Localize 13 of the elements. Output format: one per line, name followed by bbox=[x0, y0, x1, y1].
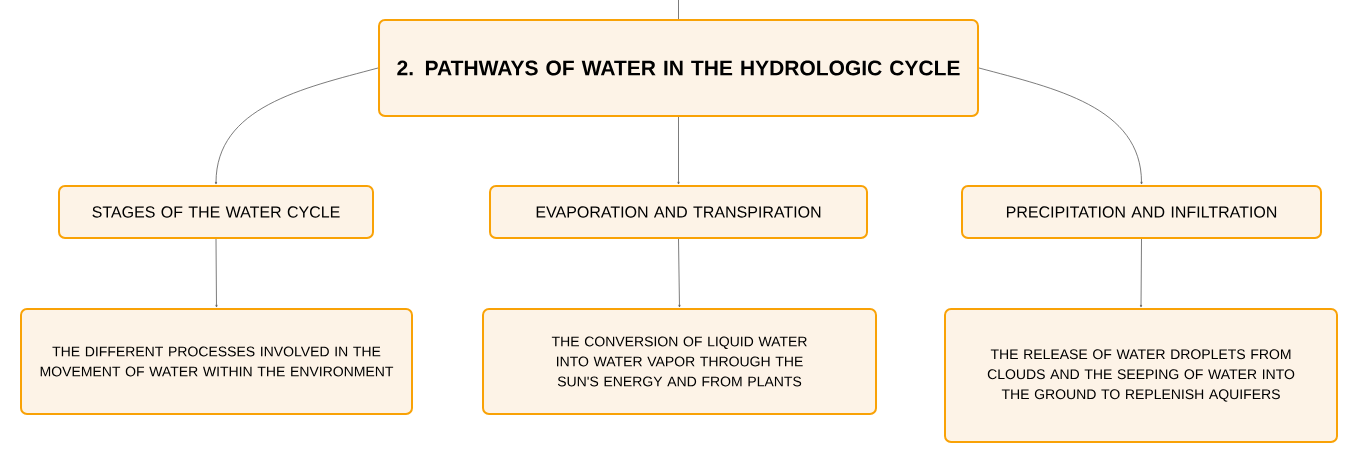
connector-arrow bbox=[215, 238, 218, 308]
connector-arrow bbox=[978, 67, 1143, 185]
description-box: THE DIFFERENT PROCESSES INVOLVED IN THE MOVEMENT OF WATER WITHIN THE ENVIRONMENT bbox=[20, 308, 413, 415]
connector-arrow bbox=[214, 67, 379, 185]
description-box: THE RELEASE OF WATER DROPLETS FROM CLOUDS AND THE SEEPING OF WATER INTO THE GROUND TO REPLENISH AQUIFERS bbox=[944, 308, 1338, 443]
connector-arrow bbox=[677, 116, 680, 185]
description-box: THE CONVERSION OF LIQUID WATER INTO WATER VAPOR THROUGH THE SUN'S ENERGY AND FROM PLANTS bbox=[482, 308, 877, 415]
subtopic-box: EVAPORATION AND TRANSPIRATION bbox=[489, 185, 868, 239]
subtopic-box: STAGES OF THE WATER CYCLE bbox=[58, 185, 374, 239]
connector-arrow bbox=[678, 238, 681, 308]
subtopic-box: PRECIPITATION AND INFILTRATION bbox=[961, 185, 1322, 239]
connector-arrow bbox=[1139, 238, 1143, 308]
topic-box: 2. PATHWAYS OF WATER IN THE HYDROLOGIC CYCLE bbox=[378, 19, 979, 117]
